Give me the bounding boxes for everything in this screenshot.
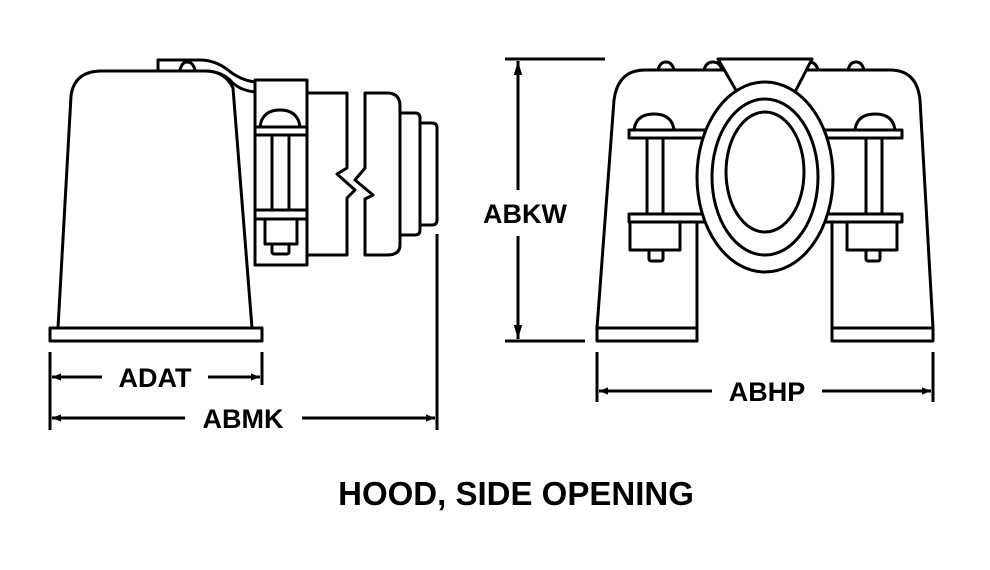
diagram-title: HOOD, SIDE OPENING: [338, 475, 694, 512]
top-bumps: [656, 60, 866, 71]
bolt-head-right: [853, 112, 897, 132]
hood-base: [48, 326, 264, 343]
nut-tab-left: [647, 248, 665, 263]
dim-label-abmk: ABMK: [203, 404, 284, 434]
nut-right: [845, 220, 899, 252]
base-right: [830, 326, 935, 343]
base-left: [595, 326, 699, 343]
nut: [263, 217, 299, 246]
dim-label-adat: ADAT: [119, 363, 192, 393]
rod-left: [645, 136, 665, 216]
nut-left: [628, 220, 682, 252]
dim-label-abkw: ABKW: [483, 199, 567, 229]
hood-body: [56, 69, 254, 330]
strap-bump: [178, 60, 197, 71]
bolt-rod: [270, 133, 291, 212]
conduit-right: [353, 91, 402, 257]
bolt-head-left: [632, 112, 676, 132]
bolt-head: [258, 108, 302, 129]
dim-label-abhp: ABHP: [729, 377, 806, 407]
step-2: [418, 121, 439, 227]
conduit-left: [305, 91, 357, 257]
rod-right: [864, 136, 884, 216]
step-1: [398, 111, 422, 237]
ring-inner: [724, 110, 806, 234]
nut-tab-right: [864, 248, 882, 263]
front-view: [595, 57, 935, 343]
dimension-lines: [48, 57, 935, 430]
side-view: [48, 58, 439, 343]
nut-tab: [270, 242, 291, 256]
